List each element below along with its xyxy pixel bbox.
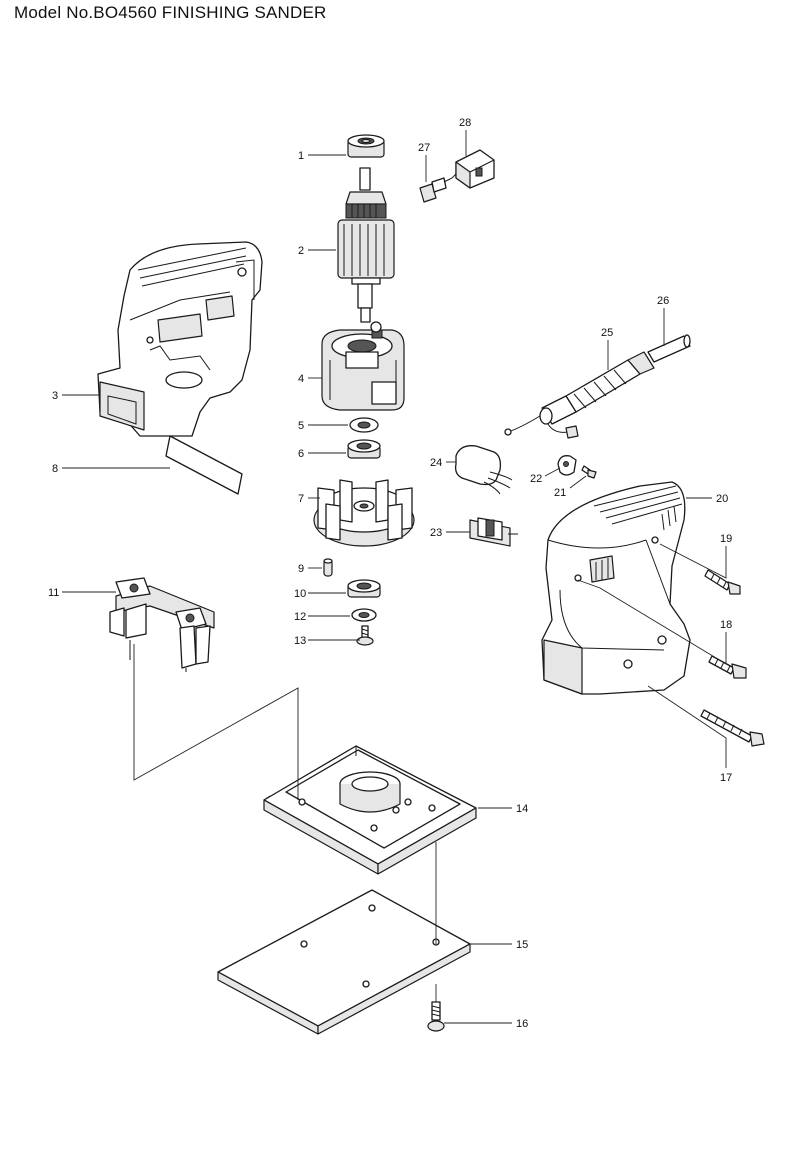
- part-3-housing: [97, 241, 263, 437]
- callout-11: 11: [48, 587, 59, 599]
- callout-1: 1: [298, 150, 304, 162]
- callout-2: 2: [298, 245, 304, 257]
- callout-10: 10: [294, 588, 306, 600]
- callout-22: 22: [530, 473, 542, 485]
- callout-7: 7: [298, 493, 304, 505]
- callout-8: 8: [52, 463, 58, 475]
- callout-12: 12: [294, 611, 306, 623]
- part-22-clamp: [557, 455, 577, 476]
- part-12-washer: [351, 608, 377, 622]
- part-21-screw: [581, 465, 597, 479]
- callout-14: 14: [516, 803, 528, 815]
- callout-labels: 1 2 3 4 5 6 7 8 9 10 11 12 13 14 15 16 1…: [48, 117, 732, 1030]
- callout-19: 19: [720, 533, 732, 545]
- part-27-brush: [419, 173, 457, 203]
- callout-24: 24: [430, 457, 442, 469]
- part-2-armature: [337, 167, 395, 323]
- part-11-holder: [109, 577, 215, 672]
- callout-18: 18: [720, 619, 732, 631]
- callout-5: 5: [298, 420, 304, 432]
- part-5-washer: [349, 417, 379, 433]
- part-19-screw: [704, 569, 741, 595]
- part-10-bearing: [347, 579, 381, 598]
- callout-28: 28: [459, 117, 471, 129]
- callout-27: 27: [418, 142, 430, 154]
- callout-6: 6: [298, 448, 304, 460]
- part-24-suppressor: [454, 445, 513, 495]
- part-13-screw: [356, 625, 374, 646]
- part-15-pad: [217, 889, 471, 1035]
- callout-21: 21: [554, 487, 566, 499]
- part-6-bearing: [347, 439, 381, 459]
- part-16-screw: [427, 1001, 445, 1032]
- part-14-base: [263, 745, 477, 875]
- callout-20: 20: [716, 493, 728, 505]
- part-7-fan: [313, 479, 415, 547]
- callout-17: 17: [720, 772, 732, 784]
- callout-4: 4: [298, 373, 304, 385]
- callout-25: 25: [601, 327, 613, 339]
- part-25-cord-guard: [504, 351, 655, 439]
- part-28-brush-holder: [455, 149, 495, 189]
- callout-15: 15: [516, 939, 528, 951]
- part-18-screw: [708, 655, 747, 679]
- part-26-cord: [647, 334, 691, 363]
- callout-23: 23: [430, 527, 442, 539]
- part-4-field: [321, 321, 405, 411]
- part-1-bearing: [347, 134, 385, 158]
- part-8-label: [165, 435, 243, 495]
- callout-13: 13: [294, 635, 306, 647]
- part-20-housing: [541, 481, 691, 695]
- part-9-pin: [323, 558, 333, 577]
- callout-16: 16: [516, 1018, 528, 1030]
- page-title: Model No.BO4560 FINISHING SANDER: [14, 3, 327, 22]
- part-17-screw: [700, 709, 765, 747]
- leader-lines: [62, 130, 727, 1024]
- callout-26: 26: [657, 295, 669, 307]
- part-23-switch: [469, 517, 518, 547]
- callout-9: 9: [298, 563, 304, 575]
- callout-3: 3: [52, 390, 58, 402]
